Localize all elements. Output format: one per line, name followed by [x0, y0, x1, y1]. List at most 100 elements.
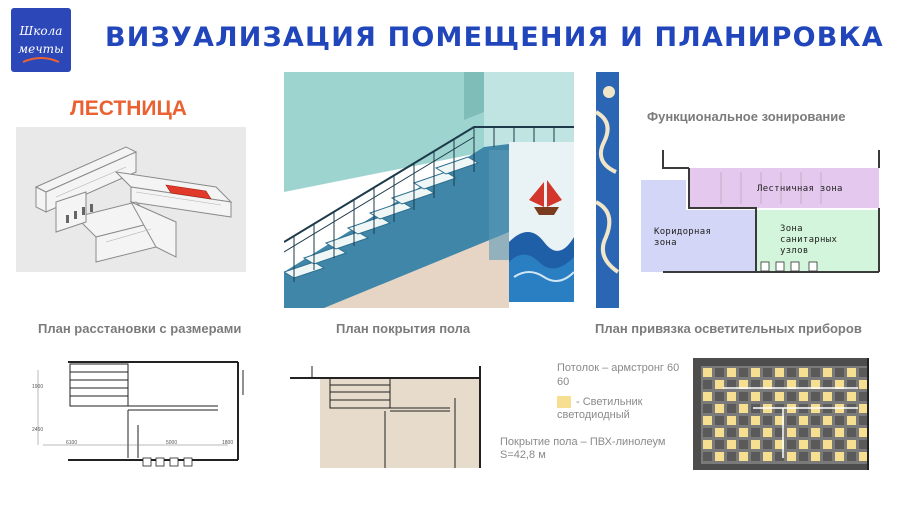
- lighting-plan: [693, 358, 885, 470]
- ceiling-tile: [787, 440, 796, 449]
- ceiling-lamp-tile: [823, 440, 832, 449]
- ceiling-tile: [727, 428, 736, 437]
- ceiling-tile: [823, 452, 832, 461]
- ceiling-lamp-tile: [847, 416, 856, 425]
- ceiling-lamp-tile: [739, 404, 748, 413]
- ceiling-tile: [859, 416, 868, 425]
- ceiling-lamp-tile: [727, 368, 736, 377]
- ceiling-lamp-tile: [739, 380, 748, 389]
- ceiling-lamp-tile: [799, 416, 808, 425]
- ceiling-lamp-tile: [859, 404, 868, 413]
- ceiling-tile: [703, 428, 712, 437]
- ceiling-tile: [799, 380, 808, 389]
- ceiling-lamp-tile: [715, 452, 724, 461]
- ceiling-tile: [859, 392, 868, 401]
- ceiling-lamp-tile: [859, 428, 868, 437]
- ceiling-lamp-tile: [727, 392, 736, 401]
- ceiling-lamp-tile: [823, 392, 832, 401]
- lamp-note-2: светодиодный: [557, 409, 630, 421]
- ceiling-lamp-tile: [847, 392, 856, 401]
- ceiling-lamp-tile: [835, 428, 844, 437]
- ceiling-tile: [787, 392, 796, 401]
- ceiling-tile: [739, 392, 748, 401]
- lamp-note-1: - Светильник: [576, 396, 643, 408]
- ceiling-note-1: Потолок – армстронг 60: [557, 362, 680, 374]
- ceiling-tile: [859, 368, 868, 377]
- ceiling-lamp-tile: [775, 368, 784, 377]
- ceiling-tile: [727, 404, 736, 413]
- isometric-building-plan: [16, 127, 246, 272]
- floor-covering-plan: [290, 358, 495, 470]
- ceiling-tile: [703, 404, 712, 413]
- stair-visualization: [284, 72, 619, 308]
- corridor-zone-label-2: зона: [654, 238, 677, 248]
- ceiling-tile: [751, 380, 760, 389]
- ceiling-lamp-tile: [727, 440, 736, 449]
- ceiling-tile: [823, 380, 832, 389]
- ceiling-tile: [823, 428, 832, 437]
- ceiling-lamp-tile: [715, 404, 724, 413]
- lamp-legend-swatch: [557, 396, 571, 408]
- dimension-6100: 6100: [66, 440, 78, 446]
- ceiling-lamp-tile: [751, 392, 760, 401]
- ceiling-lamp-tile: [811, 452, 820, 461]
- ceiling-tile: [727, 380, 736, 389]
- ceiling-lamp-tile: [799, 392, 808, 401]
- dimension-1800: 1800: [222, 440, 234, 446]
- stair-highlight: [165, 184, 212, 200]
- ceiling-tile: [811, 416, 820, 425]
- ceiling-tile: [859, 440, 868, 449]
- ceiling-lamp-tile: [799, 368, 808, 377]
- ceiling-tile: [835, 440, 844, 449]
- ceiling-lamp-tile: [775, 392, 784, 401]
- stair-zone: [689, 168, 879, 208]
- ceiling-tile: [739, 416, 748, 425]
- ceiling-lamp-tile: [823, 416, 832, 425]
- ceiling-tile: [847, 428, 856, 437]
- stair-zone-label: Лестничная зона: [757, 184, 843, 194]
- ceiling-tile: [763, 416, 772, 425]
- ceiling-tile: [739, 368, 748, 377]
- ceiling-lamp-tile: [751, 416, 760, 425]
- ceiling-lamp-tile: [763, 428, 772, 437]
- placement-plan: [28, 350, 260, 470]
- ceiling-tile: [811, 392, 820, 401]
- ceiling-tile: [715, 368, 724, 377]
- ceiling-tile: [847, 380, 856, 389]
- logo-swoosh-icon: [22, 57, 60, 63]
- ceiling-tile: [811, 440, 820, 449]
- zoning-heading: Функциональное зонирование: [647, 109, 846, 124]
- ceiling-tile: [727, 452, 736, 461]
- ceiling-tile: [775, 428, 784, 437]
- stair-label: ЛЕСТНИЦА: [70, 97, 187, 120]
- ceiling-tile: [703, 380, 712, 389]
- ceiling-lamp-tile: [751, 368, 760, 377]
- ceiling-lamp-tile: [835, 380, 844, 389]
- ceiling-tile: [751, 452, 760, 461]
- ceiling-lamp-tile: [715, 380, 724, 389]
- ceiling-lamp-tile: [739, 452, 748, 461]
- ceiling-tile: [775, 380, 784, 389]
- ceiling-tile: [835, 416, 844, 425]
- school-logo: Школа мечты: [11, 8, 71, 72]
- logo-line-1: Школа: [19, 24, 63, 38]
- ship-icon: [534, 207, 559, 215]
- lighting-plan-heading: План привязка осветительных приборов: [595, 321, 862, 336]
- dimension-2450: 2450: [32, 427, 44, 433]
- ceiling-lamp-tile: [739, 428, 748, 437]
- ceiling-lamp-tile: [811, 428, 820, 437]
- ceiling-lamp-tile: [823, 368, 832, 377]
- ceiling-tile: [799, 452, 808, 461]
- sanitary-zone-label-3: узлов: [780, 246, 809, 256]
- ceiling-tile: [703, 452, 712, 461]
- ceiling-lamp-tile: [703, 368, 712, 377]
- floor-plan-heading: План покрытия пола: [336, 321, 471, 336]
- ceiling-lamp-tile: [703, 392, 712, 401]
- ceiling-lamp-tile: [703, 440, 712, 449]
- zoning-plan: [641, 140, 891, 280]
- ceiling-lamp-tile: [835, 452, 844, 461]
- ceiling-lamp-tile: [811, 380, 820, 389]
- ceiling-tile: [847, 452, 856, 461]
- ceiling-tile: [787, 416, 796, 425]
- ceiling-lamp-tile: [775, 416, 784, 425]
